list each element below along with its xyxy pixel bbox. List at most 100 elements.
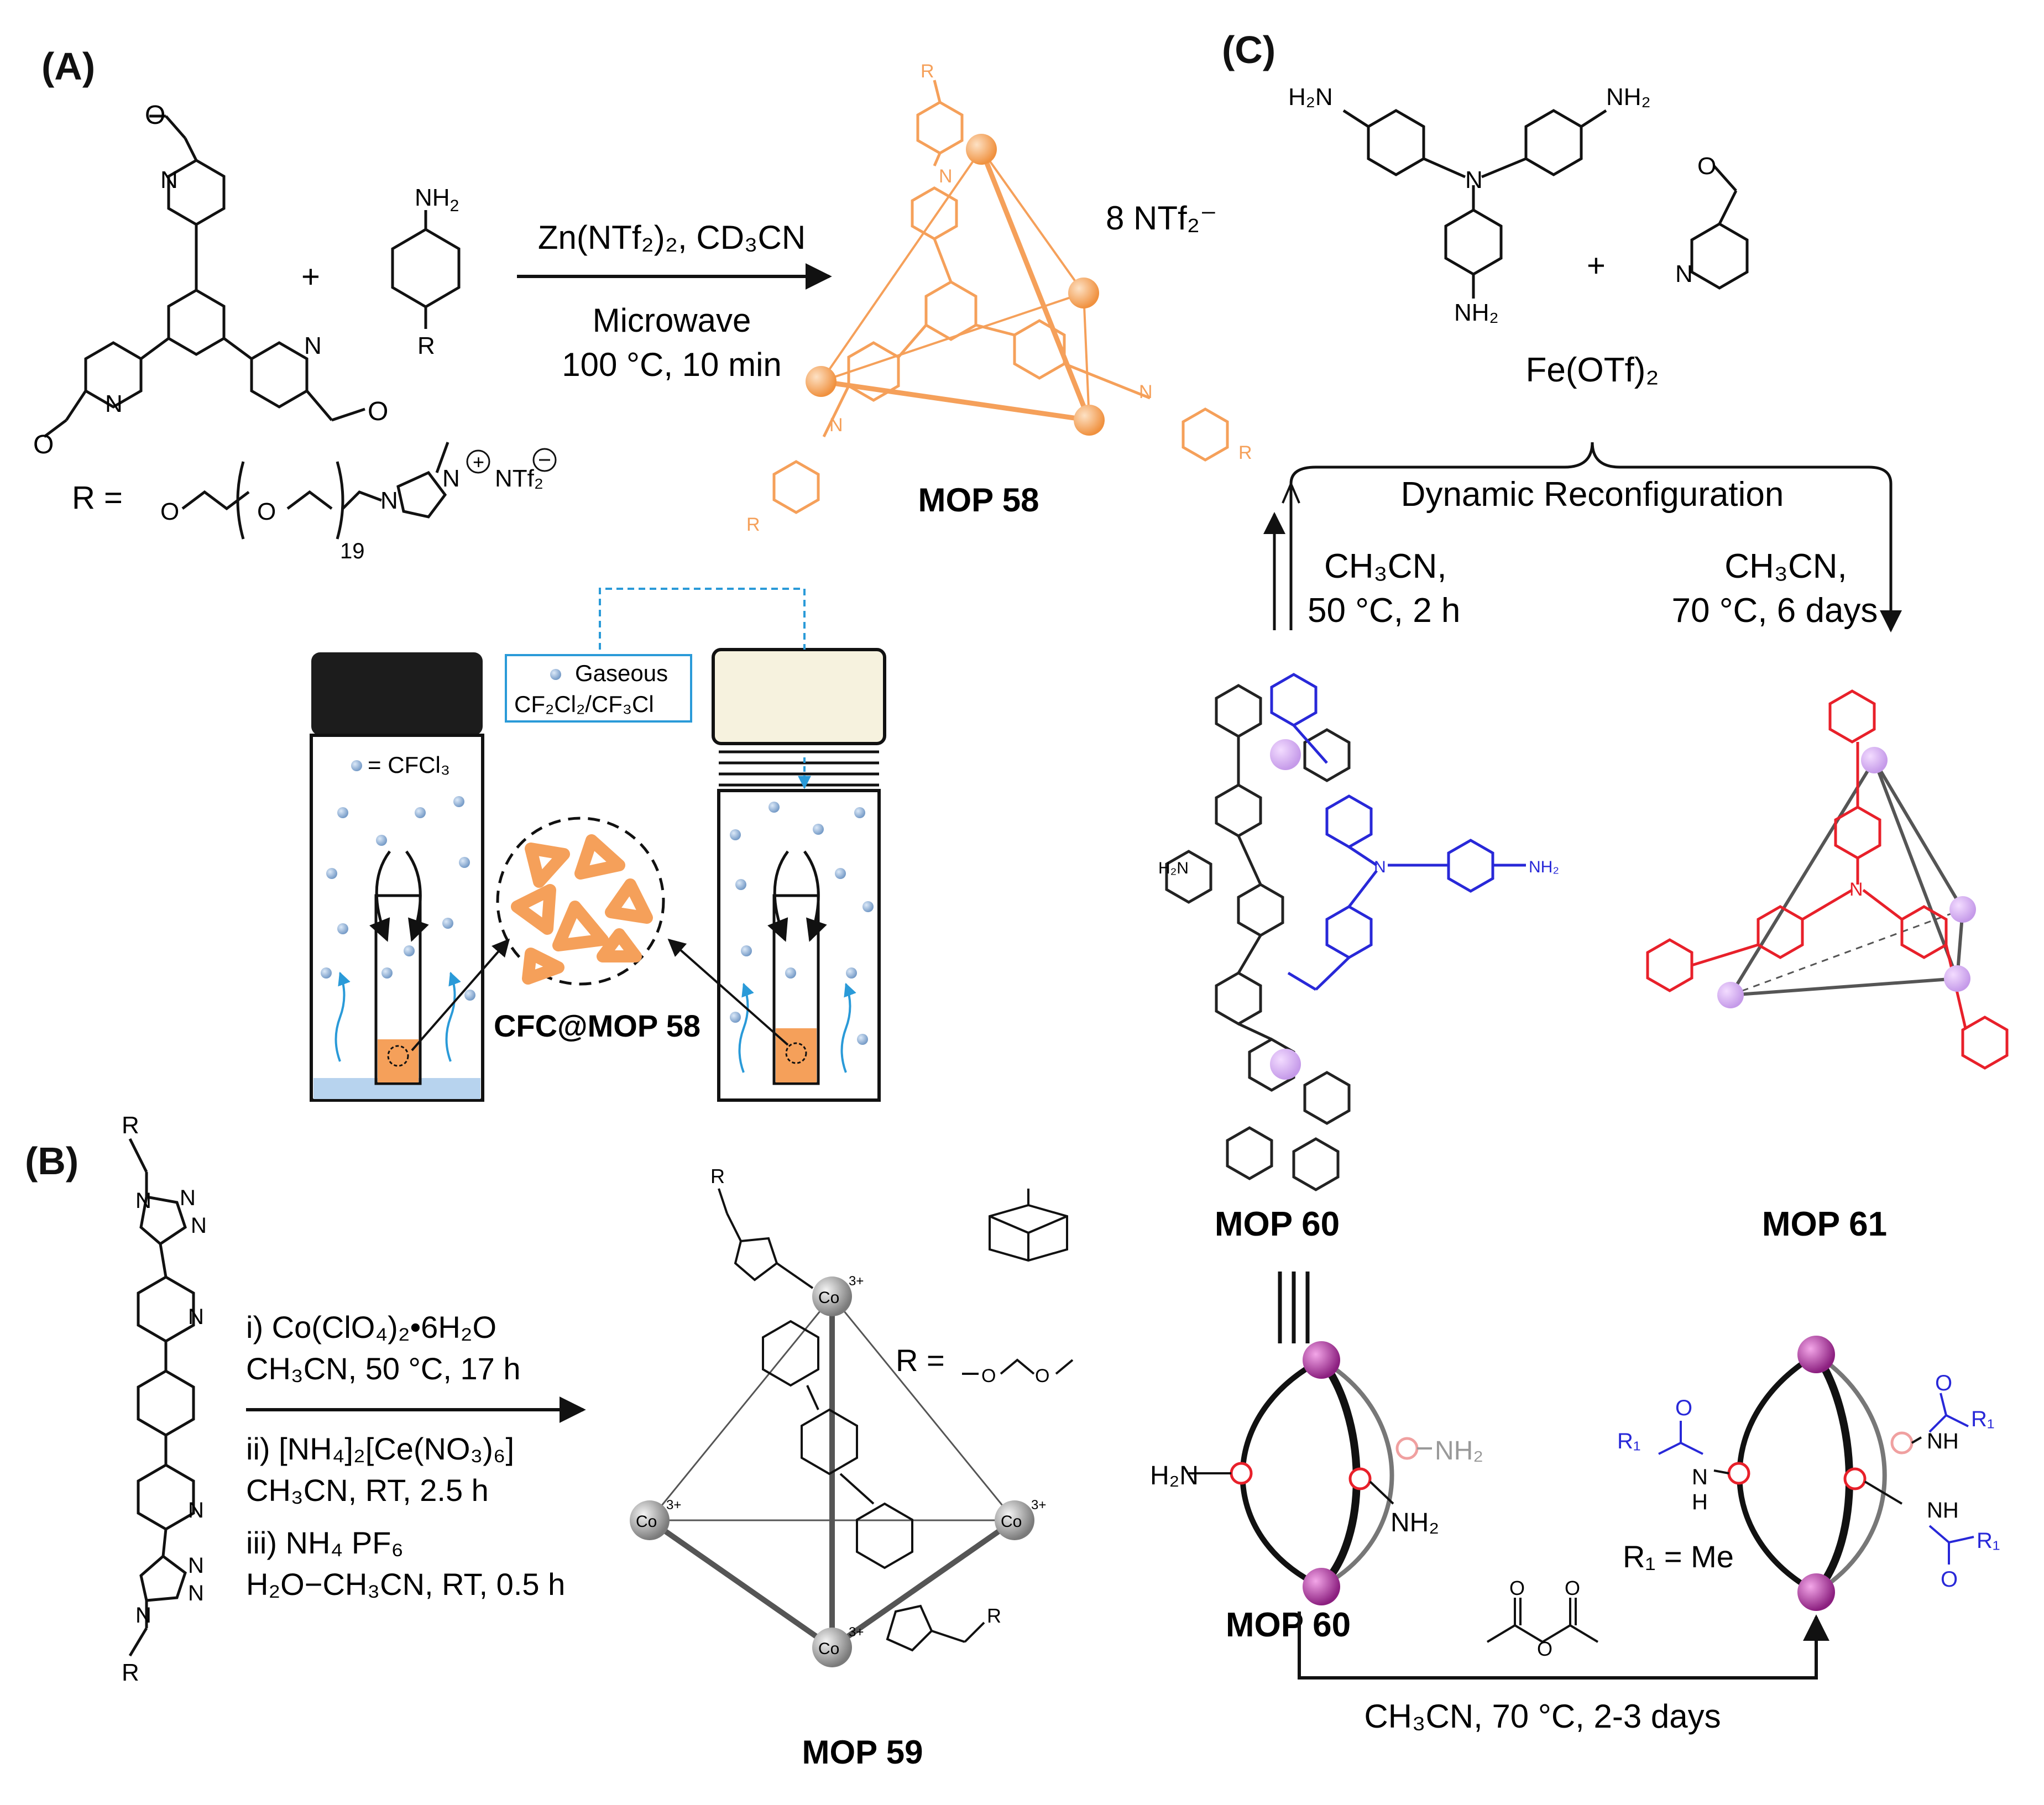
co-charge-bottom: 3+ <box>849 1625 864 1640</box>
panel-a: O O O N N N + NH2 R R = O O 19 N N <box>33 61 1252 1102</box>
iron-triflate-label: Fe(OTf)₂ <box>1525 351 1659 389</box>
mop60-fe-upper <box>1270 739 1301 770</box>
condition-b-step1-conditions: CH₃CN, 50 °C, 17 h <box>246 1351 520 1386</box>
mop58-n-2: N <box>829 415 843 436</box>
condition-a-temperature: 100 °C, 10 min <box>562 346 782 383</box>
positive-charge-icon <box>466 449 490 474</box>
mop61-fe-back <box>1949 896 1976 923</box>
plus-sign-c: + <box>1587 248 1606 284</box>
acetyl-o-front: O <box>1941 1567 1958 1592</box>
amide-nh-back: NH <box>1927 1429 1959 1453</box>
mop58-r-left: R <box>746 514 760 535</box>
mop61-fe-left <box>1717 982 1744 1008</box>
acetylation-arrow <box>1298 1612 1829 1680</box>
condition-a-reagents: Zn(NTf₂)₂, CD₃CN <box>538 219 806 256</box>
condition-b-step2-reagent: ii) [NH₄]₂[Ce(NO₃)₆] <box>246 1431 514 1466</box>
condition-b-step3-conditions: H₂O−CH₃CN, RT, 0.5 h <box>246 1567 565 1602</box>
gaseous-cfc-box <box>505 654 692 723</box>
r-substituent-definition: R = <box>896 1343 945 1378</box>
bis-triazole-ligand-structure <box>128 1138 195 1657</box>
co-charge-left: 3+ <box>666 1498 681 1513</box>
pyridine-n-upper: N <box>188 1305 204 1329</box>
panel-b: R R N N N N N N N N i) Co(ClO₄)₂•6H₂O CH… <box>122 1112 1074 1771</box>
anhydride-o-bridge: O <box>1537 1637 1552 1660</box>
mop58-r-right: R <box>1238 442 1252 463</box>
acetyl-r1-left: R₁ <box>1617 1429 1640 1453</box>
aniline-structure <box>391 210 461 329</box>
triazole-n-bottom-2: N <box>188 1581 204 1605</box>
acetyl-r1-back: R₁ <box>1971 1407 1994 1431</box>
amide-h-left: H <box>1692 1490 1708 1514</box>
acetylated-mop60-cartoon <box>1658 1336 1974 1611</box>
mop59-co-vertex-right <box>995 1500 1034 1540</box>
vial-1-insert <box>374 894 422 1085</box>
ether-o-2: O <box>1035 1365 1049 1387</box>
mop60-nh2: NH₂ <box>1529 858 1559 876</box>
pyridine-n-left: N <box>105 390 123 417</box>
mop58-n-1: N <box>939 166 953 187</box>
aniline-r: R <box>417 332 435 359</box>
co-charge-right: 3+ <box>1031 1498 1046 1513</box>
ether-o-1: O <box>981 1365 996 1387</box>
mop58-zn-vertex-left <box>806 366 837 397</box>
plus-sign-a: + <box>301 259 320 295</box>
pyridine-n-top: N <box>160 166 178 193</box>
r-definition-prefix: R = <box>72 480 123 516</box>
condition-b-step2-conditions: CH₃CN, RT, 2.5 h <box>246 1473 489 1508</box>
acetic-anhydride-structure <box>1486 1598 1599 1644</box>
r1-definition: R₁ = Me <box>1623 1539 1734 1574</box>
cfc-molecules <box>321 796 874 1045</box>
amine-h2n-left: H₂N <box>1288 83 1333 111</box>
mop60-structure <box>1165 673 1526 1191</box>
negative-charge-icon <box>532 448 557 472</box>
acetyl-o-back: O <box>1935 1371 1952 1395</box>
mop58-n-3: N <box>1139 381 1153 402</box>
triazole-n-bottom-3: N <box>135 1603 151 1628</box>
aldehyde-o-top: O <box>145 101 165 130</box>
panel-c-label: (C) <box>1222 28 1276 71</box>
mop58-zn-vertex-top <box>966 134 997 165</box>
mop60-cartoon <box>1189 1341 1432 1605</box>
condition-b-step1-reagent: i) Co(ClO₄)₂•6H₂O <box>246 1310 496 1344</box>
aldehyde-o-left: O <box>33 430 54 459</box>
mop58-zn-vertex-back <box>1068 278 1099 308</box>
cfcl3-legend: = CFCl₃ <box>368 752 450 778</box>
panel-c: H₂N NH₂ NH₂ N N O + Fe(OTf)₂ Dynamic Rec… <box>1150 83 2009 1735</box>
methoxyethoxy-structure <box>962 1358 1074 1375</box>
anhydride-o-left: O <box>1509 1577 1525 1599</box>
mop60-h2n: H₂N <box>1158 859 1189 877</box>
ligand-r-bottom: R <box>122 1659 139 1686</box>
ligand-r-top: R <box>122 1112 139 1139</box>
mop58-triangle-crystals <box>511 834 653 985</box>
acetyl-o-left: O <box>1675 1396 1692 1420</box>
cartoon-h2n: H₂N <box>1150 1461 1199 1490</box>
mop58-r-top: R <box>921 61 934 82</box>
mop58-label: MOP 58 <box>918 482 1039 519</box>
mop59-r-bottom: R <box>987 1604 1001 1627</box>
gaseous-label: Gaseous <box>575 660 668 686</box>
cfc-capture-illustration: Gaseous CF₂Cl₂/CF₃Cl = CFCl₃ <box>310 588 886 1102</box>
triazole-n-top-3: N <box>191 1213 207 1238</box>
tris-pyridine-aldehyde-structure <box>43 114 365 438</box>
mop58-cage <box>772 80 1229 514</box>
equivalence-symbol <box>1278 1272 1310 1343</box>
cartoon-nh2-back: NH₂ <box>1435 1436 1483 1466</box>
condition-b-step3-reagent: iii) NH₄ PF₆ <box>246 1525 404 1560</box>
mop60-condition-temp: 50 °C, 2 h <box>1308 592 1460 630</box>
positive-charge-sign: + <box>473 451 484 473</box>
co-label-right: Co <box>1001 1513 1022 1531</box>
pyridine-n-lower: N <box>188 1498 204 1523</box>
amine-nh2-bottom: NH₂ <box>1454 299 1499 326</box>
mop59-co-vertex-bottom <box>812 1628 852 1667</box>
pyridine-n-right: N <box>304 332 322 359</box>
vial-2-insert <box>772 894 820 1085</box>
condition-a-microwave: Microwave <box>593 302 751 339</box>
peg-repeat-count: 19 <box>340 539 365 563</box>
imidazolium-n3: N <box>442 465 460 492</box>
mop60-condition-solvent: CH₃CN, <box>1324 547 1447 585</box>
triazole-n-top-2: N <box>180 1186 196 1210</box>
mop60-fe-lower <box>1270 1049 1301 1080</box>
mop61-fe-top <box>1861 747 1888 773</box>
peg-o-left: O <box>160 498 179 525</box>
